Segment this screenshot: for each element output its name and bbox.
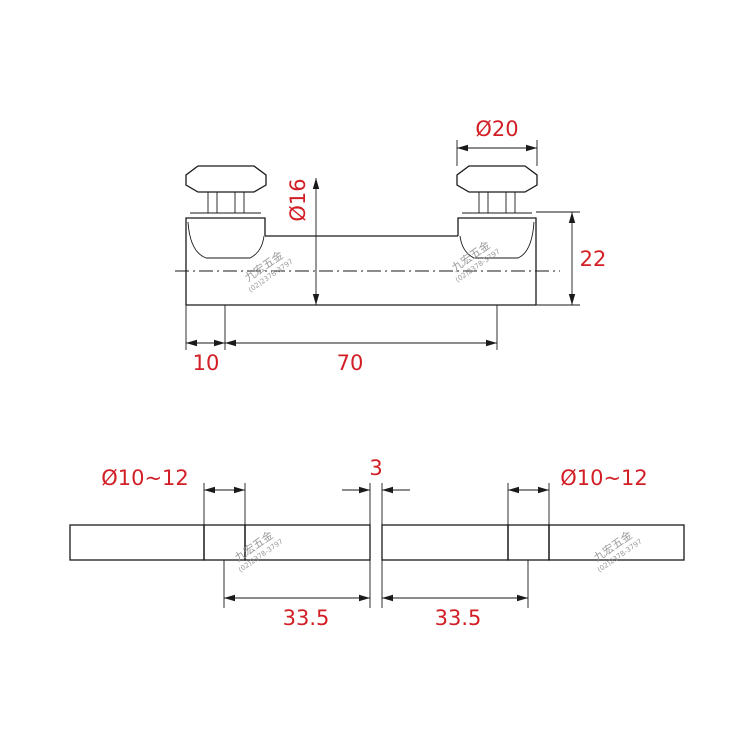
dim-label-span: 70	[337, 351, 364, 375]
dimension-height: 22	[536, 211, 607, 306]
dim-label-hole-right: Ø10~12	[560, 466, 648, 490]
dimension-gap: 3	[342, 456, 410, 608]
dimension-horizontal: 10 70	[185, 305, 498, 375]
watermark-section-right: 九宏五金 (02)2378-3797	[591, 528, 644, 574]
right-panel-section-b	[548, 524, 685, 561]
dim-label-offset: 10	[193, 351, 220, 375]
dimension-hole-left: Ø10~12	[101, 466, 246, 525]
dim-label-hole-left: Ø10~12	[101, 466, 189, 490]
dim-label-diameter-bar: Ø16	[286, 178, 310, 221]
watermark-section-left: 九宏五金 (02)2378-3797	[232, 528, 285, 574]
dim-label-height: 22	[580, 247, 607, 271]
dimension-distance-right: 33.5	[382, 560, 529, 630]
side-view: Ø20 Ø16 22 10 70 九宏五金 (02)2378-3797	[175, 117, 606, 375]
watermark-side: 九宏五金 (02)2378-3797	[242, 248, 295, 294]
dim-label-gap: 3	[369, 456, 382, 480]
dimension-hole-right: Ø10~12	[507, 466, 648, 525]
dim-label-diameter-top: Ø20	[475, 117, 518, 141]
handle-body	[185, 212, 537, 306]
dimension-diameter-bar: Ø16	[286, 178, 320, 305]
dim-label-distance-right: 33.5	[435, 606, 482, 630]
section-view: Ø10~12 Ø10~12 3 33.5 33.5	[69, 456, 685, 630]
right-screw-cap	[456, 165, 538, 213]
right-panel-hole	[507, 524, 550, 561]
left-panel-section-a	[69, 524, 205, 561]
right-panel-section-a	[381, 524, 509, 561]
dimension-diameter-top: Ø20	[456, 117, 538, 166]
dimension-distance-left: 33.5	[223, 560, 370, 630]
left-screw-cap	[185, 165, 267, 213]
dim-label-distance-left: 33.5	[283, 606, 330, 630]
watermark-side-right: 九宏五金 (02)2378-3797	[449, 238, 502, 284]
